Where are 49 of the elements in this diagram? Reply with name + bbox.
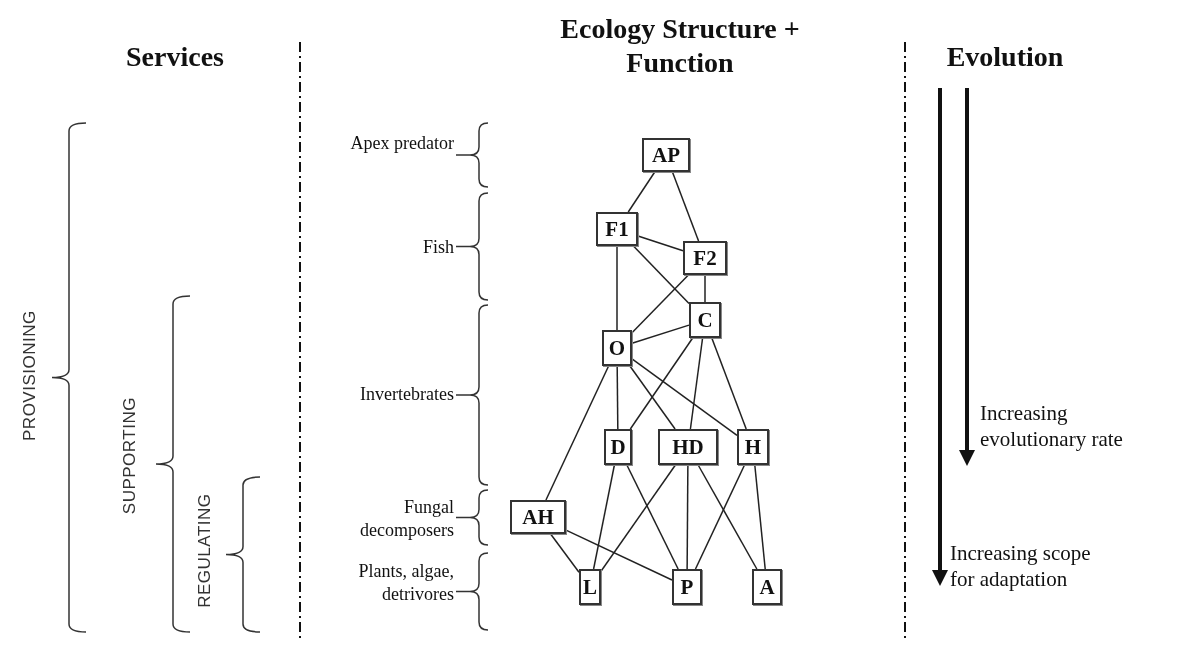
service-label: SUPPORTING: [119, 396, 141, 517]
connector-line: [629, 365, 676, 430]
connector-line: [631, 274, 690, 334]
node-box: F2: [683, 241, 727, 275]
node-box: AH: [510, 500, 566, 534]
column-heading: Ecology Structure + Function: [559, 12, 801, 80]
connector-line: [632, 245, 690, 305]
connector-line: [671, 171, 700, 242]
connector-line: [616, 365, 619, 430]
arrow-label: Increasing scope for adaptation: [950, 540, 1092, 593]
service-label: PROVISIONING: [19, 309, 41, 443]
connector-line: [704, 274, 706, 303]
node-box: HD: [658, 429, 718, 465]
connector-line: [631, 358, 738, 437]
group-label: Fish: [421, 236, 454, 259]
connector-line: [711, 337, 747, 430]
column-heading: Services: [125, 40, 225, 74]
node-box: P: [672, 569, 702, 605]
connector-line: [549, 533, 580, 573]
connector-line: [637, 235, 684, 252]
connector-line: [626, 464, 679, 570]
node-box: F1: [596, 212, 638, 246]
connector-line: [545, 365, 610, 501]
node-box: AP: [642, 138, 690, 172]
connector-line: [592, 464, 616, 570]
connector-line: [686, 464, 689, 570]
service-label: REGULATING: [194, 492, 216, 610]
connector-line: [627, 171, 656, 213]
group-label: Apex predator: [350, 132, 454, 155]
node-box: C: [689, 302, 721, 338]
group-label: Fungal decomposers: [359, 496, 454, 541]
node-box: L: [579, 569, 601, 605]
connector-line: [694, 464, 746, 570]
connector-line: [616, 245, 618, 331]
column-heading: Evolution: [945, 40, 1065, 74]
node-box: D: [604, 429, 632, 465]
connector-line: [697, 464, 758, 570]
connector-line: [631, 324, 690, 344]
node-box: A: [752, 569, 782, 605]
arrow-label: Increasing evolutionary rate: [980, 400, 1124, 453]
connector-line: [754, 464, 766, 570]
connector-line: [629, 337, 694, 430]
node-box: O: [602, 330, 632, 366]
connector-line: [689, 337, 704, 430]
group-label: Invertebrates: [359, 383, 454, 406]
connector-line: [600, 464, 677, 573]
group-label: Plants, algae, detrivores: [357, 560, 454, 605]
connector-line: [565, 529, 673, 581]
node-box: H: [737, 429, 769, 465]
